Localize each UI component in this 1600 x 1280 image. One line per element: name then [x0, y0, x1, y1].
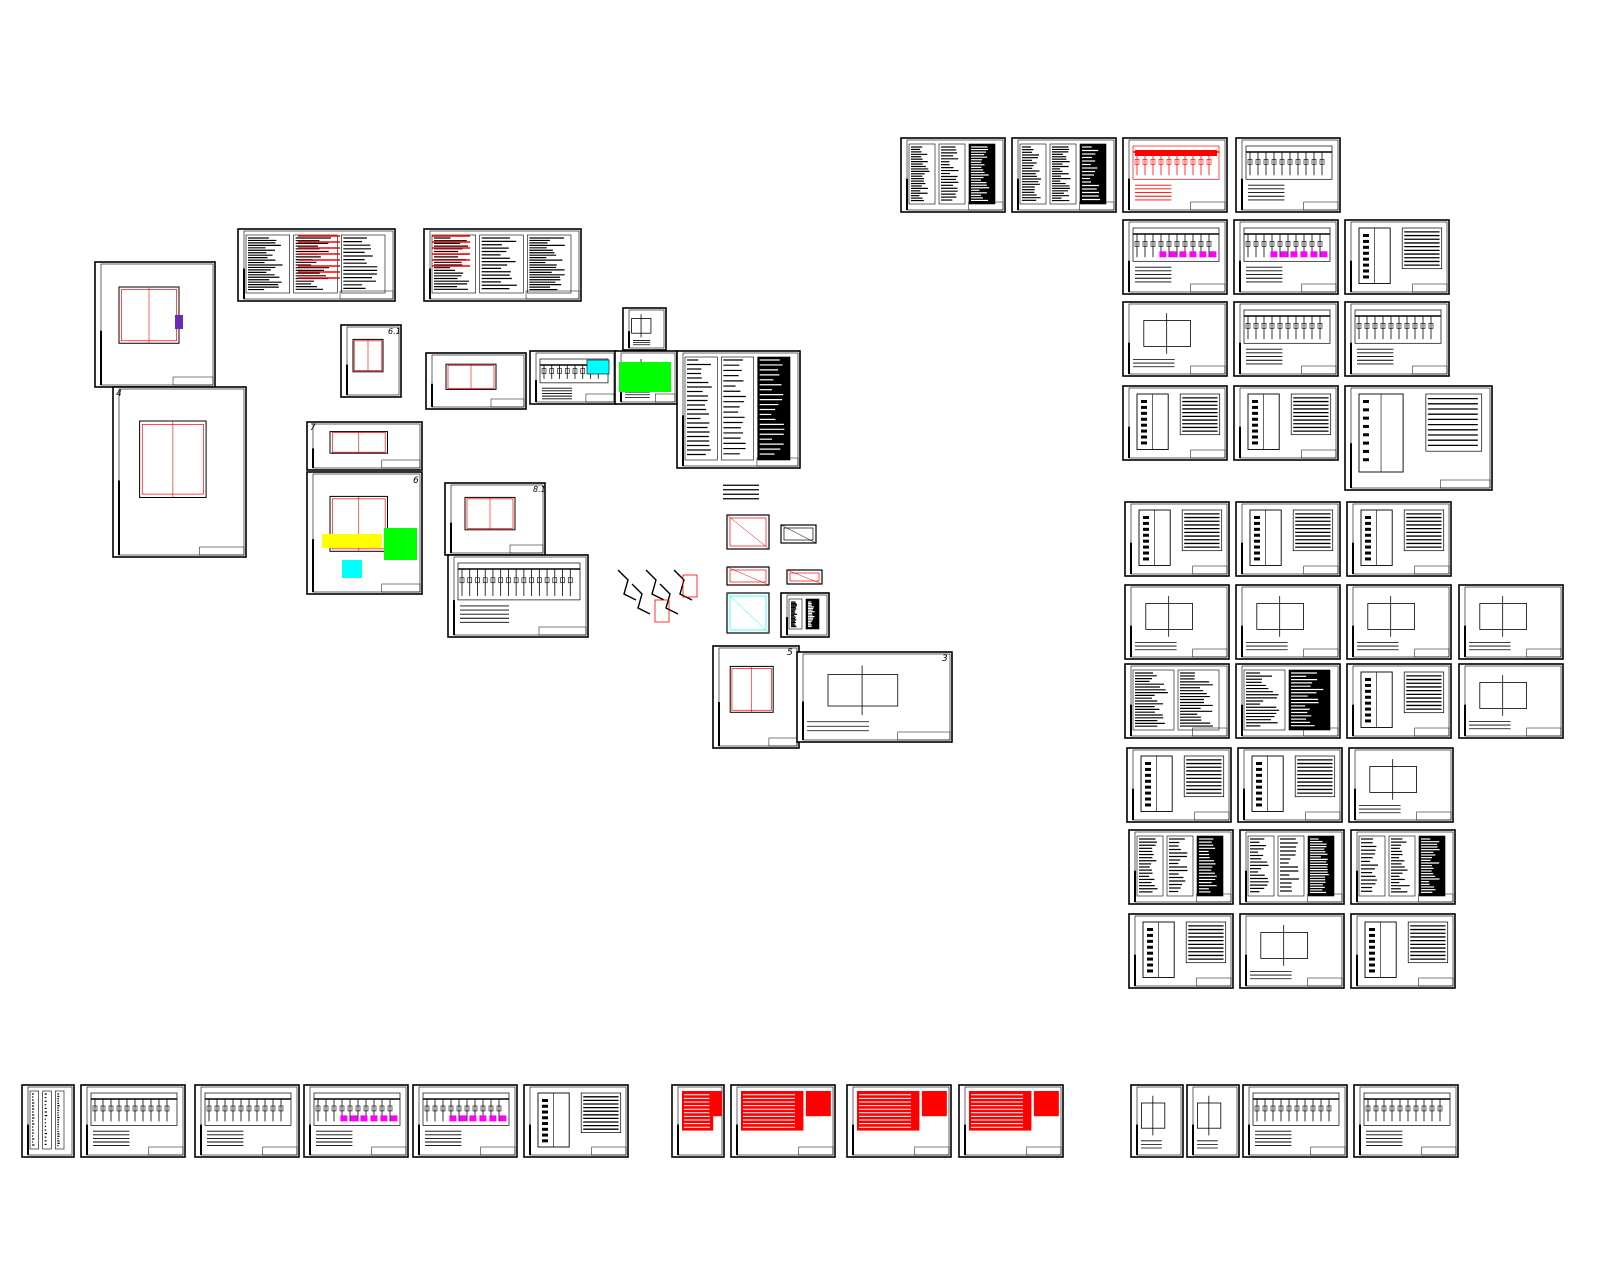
sheet-number-labels: 4 6.1 7 6 8.1 5 3 — [116, 327, 948, 664]
drawing-sheets — [21, 137, 1564, 1158]
sheet-connection-1[interactable] — [1124, 501, 1230, 577]
sheet-specification-2[interactable] — [1011, 137, 1117, 213]
sheet-bottom-cover[interactable] — [21, 1084, 75, 1158]
sheet-single-line-2[interactable] — [1233, 301, 1339, 377]
sheet-cable-log-3[interactable] — [1350, 829, 1456, 905]
sheet-arch-plan-2[interactable] — [529, 350, 617, 405]
sheet-number-4: 4 — [116, 389, 122, 399]
sheet-list-2[interactable] — [1235, 663, 1341, 739]
sheet-single-line-mag-2[interactable] — [1233, 219, 1339, 295]
sheet-list-1[interactable] — [1124, 663, 1230, 739]
sheet-layout-4[interactable] — [1458, 584, 1564, 660]
sheet-bottom-red-2[interactable] — [730, 1084, 836, 1158]
sheet-arch-3[interactable] — [796, 651, 953, 743]
sheet-number-8-1: 8.1 — [533, 485, 546, 494]
sheet-layout-5[interactable] — [1458, 663, 1564, 739]
sheet-bottom-scheme-3[interactable] — [303, 1084, 409, 1158]
sheet-single-line-red[interactable] — [1122, 137, 1228, 213]
sheet-bottom-scheme-1[interactable] — [80, 1084, 186, 1158]
sheet-arch-table[interactable] — [676, 350, 801, 469]
sheet-layout-1[interactable] — [1124, 584, 1230, 660]
detail-spec-table[interactable] — [780, 592, 830, 638]
sheet-number-6: 6 — [413, 476, 419, 486]
sheet-cabinet-8[interactable] — [1350, 913, 1456, 989]
sheet-arch-4[interactable] — [112, 386, 247, 558]
sheet-cable-log-2[interactable] — [1239, 829, 1345, 905]
sheet-cabinet-3[interactable] — [1233, 385, 1339, 461]
sheet-cabinet-6[interactable] — [1237, 747, 1343, 823]
sheet-bottom-scheme-6[interactable] — [1353, 1084, 1459, 1158]
detail-slab[interactable] — [726, 592, 770, 634]
sheet-arch-notes-2[interactable] — [423, 228, 582, 302]
detail-node-1[interactable] — [780, 524, 817, 544]
sheet-single-line-1[interactable] — [1235, 137, 1341, 213]
sheet-cable-log-1[interactable] — [1128, 829, 1234, 905]
sheet-bottom-cabinet[interactable] — [523, 1084, 629, 1158]
sheet-arch-notes-1[interactable] — [237, 228, 396, 302]
sheet-arch-7[interactable] — [306, 421, 423, 471]
sheet-layout-6[interactable] — [1348, 747, 1454, 823]
detail-beam[interactable] — [726, 566, 770, 586]
sheet-arch-6-1[interactable] — [340, 324, 402, 398]
sheet-connection-3[interactable] — [1346, 501, 1452, 577]
sheet-arch-detail[interactable] — [622, 307, 667, 351]
sheet-arch-8-1[interactable] — [444, 482, 546, 556]
sheet-bottom-small-2[interactable] — [1186, 1084, 1240, 1158]
sheet-arch-section[interactable] — [94, 261, 216, 388]
sheet-single-line-mag-1[interactable] — [1122, 219, 1228, 295]
sheet-bottom-red-3[interactable] — [846, 1084, 952, 1158]
sheet-bottom-red-1[interactable] — [671, 1084, 725, 1158]
sheet-layout-2[interactable] — [1235, 584, 1341, 660]
sheet-arch-plan-1[interactable] — [425, 352, 527, 410]
sheet-bottom-scheme-5[interactable] — [1242, 1084, 1348, 1158]
sheet-bottom-scheme-2[interactable] — [194, 1084, 300, 1158]
sheet-bottom-scheme-4[interactable] — [412, 1084, 518, 1158]
detail-roof-node[interactable] — [786, 569, 823, 585]
sheet-cabinet-5[interactable] — [1126, 747, 1232, 823]
sheet-cabinet-1[interactable] — [1344, 219, 1450, 295]
sheet-bottom-red-4[interactable] — [958, 1084, 1064, 1158]
sheet-cabinet-large[interactable] — [1344, 385, 1493, 491]
detail-notes-text — [723, 484, 759, 500]
sheet-connection-2[interactable] — [1235, 501, 1341, 577]
sheet-bottom-small-1[interactable] — [1130, 1084, 1184, 1158]
sheet-cabinet-4[interactable] — [1346, 663, 1452, 739]
sheet-number-6-1: 6.1 — [388, 327, 401, 336]
sheet-wiring-1[interactable] — [1122, 301, 1228, 377]
sheet-cabinet-7[interactable] — [1128, 913, 1234, 989]
sheet-number-7: 7 — [310, 423, 316, 433]
sheet-arch-5[interactable] — [712, 645, 800, 749]
sheet-layout-7[interactable] — [1239, 913, 1345, 989]
sheet-number-3: 3 — [942, 654, 948, 664]
sheet-arch-framing[interactable] — [447, 554, 589, 638]
sheet-number-5: 5 — [787, 648, 793, 658]
detail-foundation-plan[interactable] — [726, 514, 770, 550]
detail-section-cluster[interactable] — [617, 569, 698, 623]
sheet-specification-1[interactable] — [900, 137, 1006, 213]
sheet-single-line-3[interactable] — [1344, 301, 1450, 377]
sheet-cabinet-2[interactable] — [1122, 385, 1228, 461]
sheet-layout-3[interactable] — [1346, 584, 1452, 660]
